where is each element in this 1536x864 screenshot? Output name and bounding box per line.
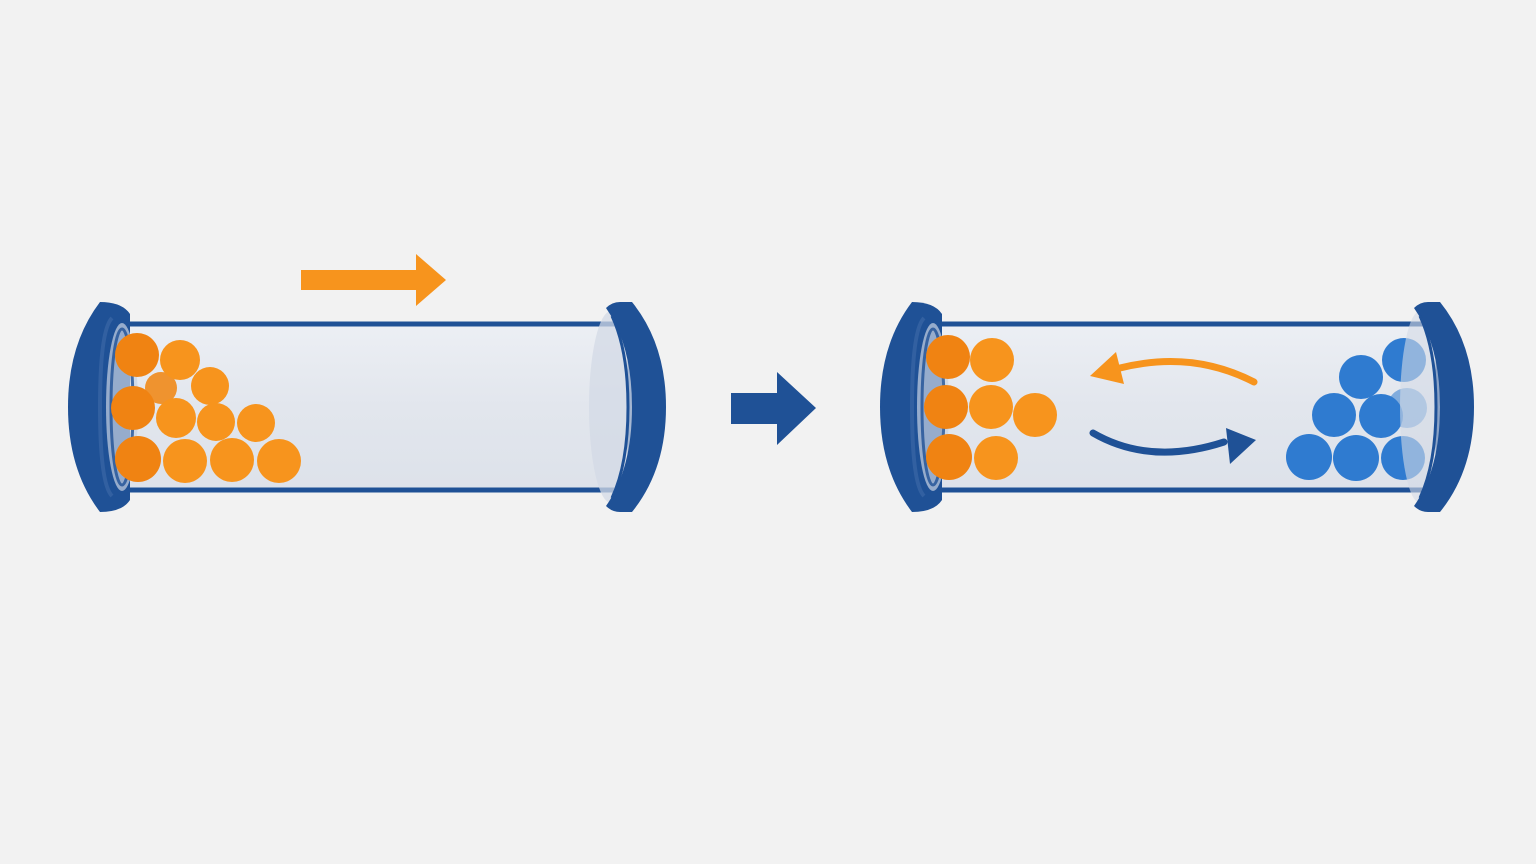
particle-orange [924, 385, 968, 429]
curved-arrow-orange-icon [1116, 358, 1258, 386]
particle-blue [1359, 394, 1403, 438]
particle-orange [237, 404, 275, 442]
tube-right-cap [606, 302, 666, 512]
particle-blue [1339, 355, 1383, 399]
particle-blue [1333, 435, 1379, 481]
particle-orange [115, 436, 161, 482]
particle-orange [145, 372, 177, 404]
particle-orange [163, 439, 207, 483]
particle-blue [1286, 434, 1332, 480]
particle-orange [111, 386, 155, 430]
particle-orange [197, 403, 235, 441]
particle-orange [926, 335, 970, 379]
particle-orange [970, 338, 1014, 382]
curved-arrow-blue-icon [1089, 429, 1228, 456]
particle-orange [257, 439, 301, 483]
particle-orange [160, 340, 200, 380]
particle-orange [974, 436, 1018, 480]
particle-orange [156, 398, 196, 438]
particle-orange [969, 385, 1013, 429]
particle-blue [1312, 393, 1356, 437]
process-arrow-icon [731, 372, 816, 445]
particle-orange [210, 438, 254, 482]
tube-right-opening [1400, 311, 1440, 503]
tube-right-cap [1414, 302, 1474, 512]
particle-cluster-orange [111, 333, 301, 483]
flow-arrow-icon [301, 254, 446, 306]
tube-after [880, 302, 1474, 512]
particle-orange [926, 434, 972, 480]
double-curved-arrow-icon [1089, 352, 1258, 464]
tube-before [68, 254, 666, 512]
particle-orange [191, 367, 229, 405]
tube-right-opening [589, 311, 633, 503]
particle-orange [1013, 393, 1057, 437]
particle-cluster-orange [924, 335, 1057, 480]
particle-orange [115, 333, 159, 377]
